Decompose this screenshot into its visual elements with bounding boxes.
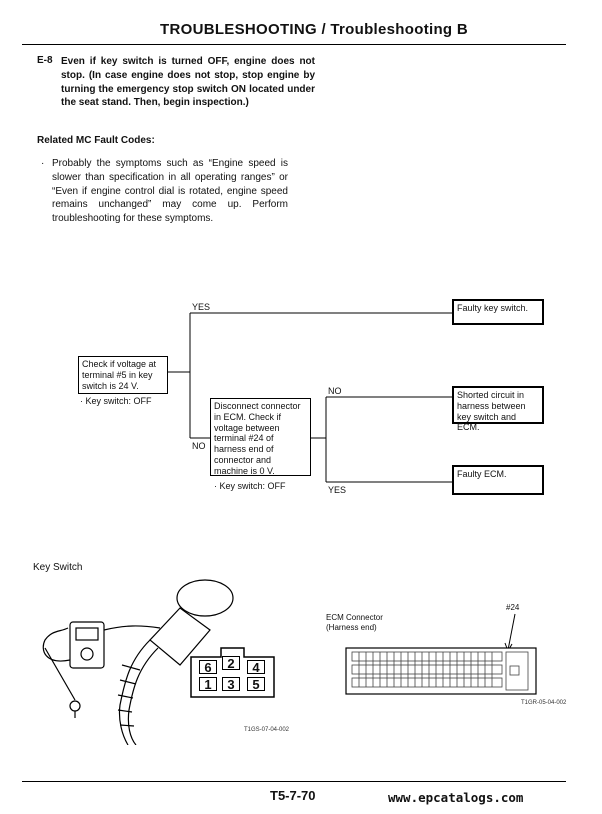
yes-label: YES xyxy=(328,485,347,495)
no-label: NO xyxy=(328,386,342,396)
fault-codes-note: Probably the symptoms such as “Engine sp… xyxy=(52,158,288,225)
key-switch-label: Key Switch xyxy=(33,562,83,573)
header-rule xyxy=(22,44,566,45)
check1-condition-note: · Key switch: OFF xyxy=(80,396,152,406)
result-faulty-ecm: Faulty ECM. xyxy=(452,465,544,495)
website-watermark: www.epcatalogs.com xyxy=(388,790,524,805)
section-code: E-8 xyxy=(37,55,53,66)
fault-codes-title: Related MC Fault Codes: xyxy=(37,135,155,146)
check-box-ecm-connector: Disconnect connector in ECM. Check if vo… xyxy=(210,398,311,476)
page-title: TROUBLESHOOTING / Troubleshooting B xyxy=(160,21,468,38)
section-description: Even if key switch is turned OFF, engine… xyxy=(61,56,315,109)
pin-cell: 3 xyxy=(222,677,240,692)
result-faulty-key-switch: Faulty key switch. xyxy=(452,299,544,325)
footer-rule xyxy=(22,781,566,782)
ecm-connector-sublabel: (Harness end) xyxy=(326,623,377,632)
pin-cell: 4 xyxy=(247,660,265,675)
ecm-connector-label: ECM Connector xyxy=(326,613,383,622)
key-switch-illustration xyxy=(42,579,234,745)
bullet-mark: · xyxy=(41,158,45,169)
yes-label: YES xyxy=(192,302,211,312)
pin-cell: 1 xyxy=(199,677,217,692)
ecm-figure-code: T1GR-05-04-002 xyxy=(521,700,567,706)
pin-cell: 2 xyxy=(222,656,240,671)
ecm-connector-illustration xyxy=(345,613,537,695)
key-switch-figure-code: T1GS-07-04-002 xyxy=(244,727,290,733)
pin-cell: 6 xyxy=(199,660,217,675)
page-number: T5-7-70 xyxy=(270,788,316,803)
result-shorted-circuit: Shorted circuit in harness between key s… xyxy=(452,386,544,432)
check2-condition-note: · Key switch: OFF xyxy=(214,481,286,491)
pin-24-label: #24 xyxy=(506,603,520,612)
check-box-key-switch-voltage: Check if voltage at terminal #5 in key s… xyxy=(78,356,168,394)
pin-cell: 5 xyxy=(247,677,265,692)
no-label: NO xyxy=(192,441,206,451)
